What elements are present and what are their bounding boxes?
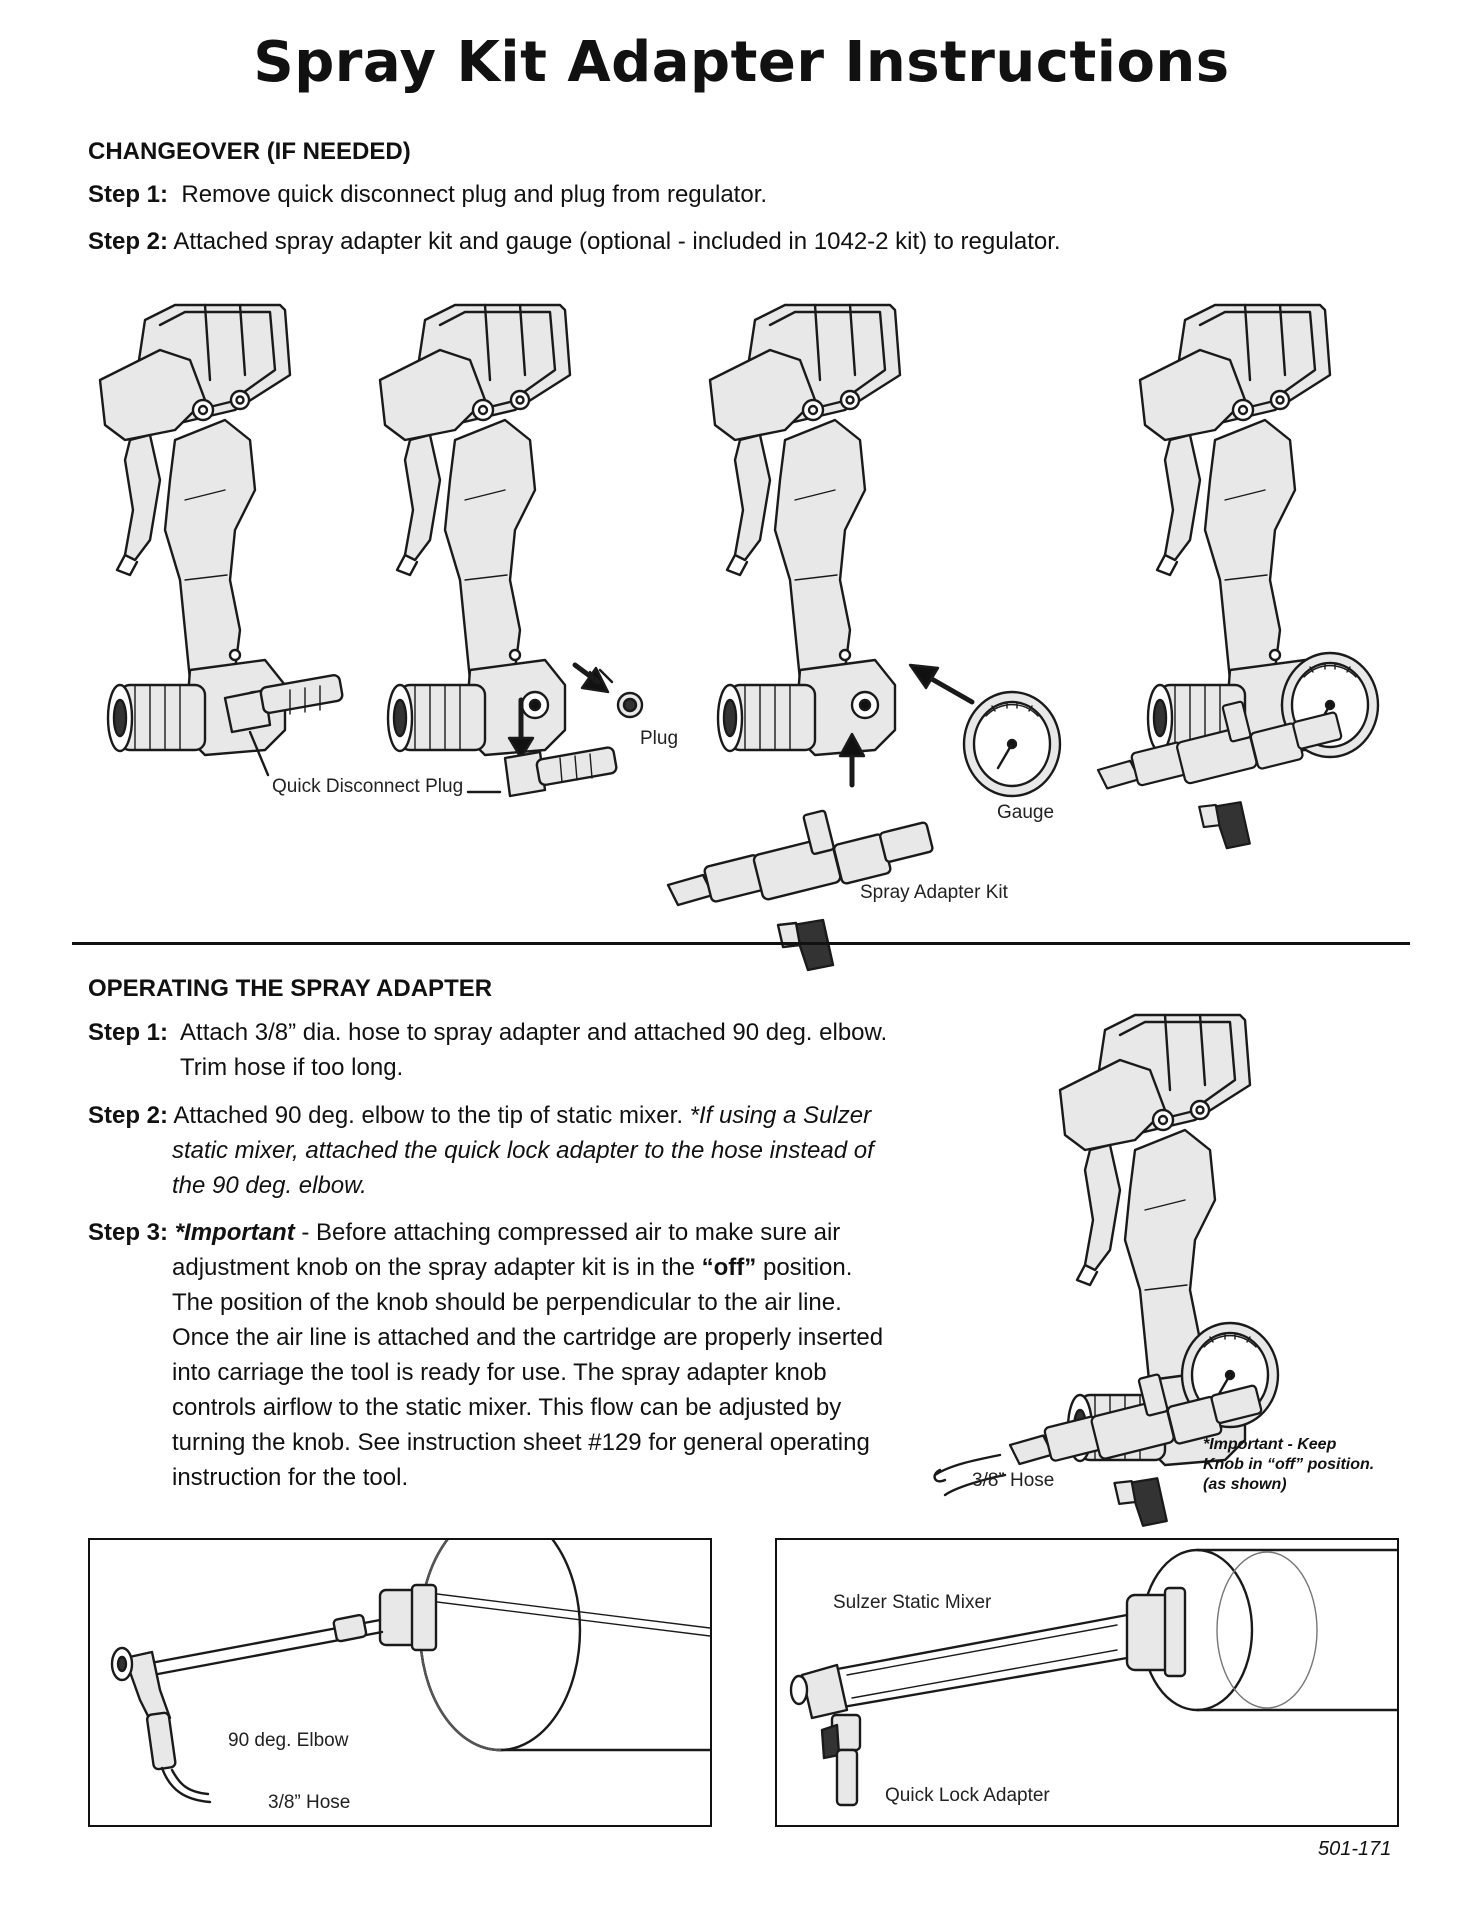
changeover-step-2: Step 2: Attached spray adapter kit and g… bbox=[88, 224, 1061, 259]
bottom-hose-label: 3/8” Hose bbox=[268, 1792, 351, 1813]
operating-step-3-line-5: into carriage the tool is ready for use.… bbox=[172, 1359, 827, 1386]
changeover-step-1: Step 1: Remove quick disconnect plug and… bbox=[88, 177, 767, 212]
elbow-detail-panel: 90 deg. Elbow 3/8” Hose bbox=[88, 1538, 712, 1827]
step-text: - Before attaching compressed air to mak… bbox=[294, 1219, 841, 1246]
operating-step-3-line-7: turning the knob. See instruction sheet … bbox=[172, 1429, 870, 1456]
operating-step-1: Step 1: Attach 3/8” dia. hose to spray a… bbox=[88, 1015, 887, 1050]
important-note: *Important - Keep Knob in “off” position… bbox=[1203, 1435, 1374, 1495]
step-text: position. bbox=[756, 1254, 853, 1281]
page-title: Spray Kit Adapter Instructions bbox=[253, 30, 1230, 95]
operating-step-2-note-2: static mixer, attached the quick lock ad… bbox=[172, 1137, 874, 1164]
operating-step-2-note-3: the 90 deg. elbow. bbox=[172, 1172, 367, 1199]
sulzer-mixer-label: Sulzer Static Mixer bbox=[833, 1592, 992, 1613]
hose-label: 3/8” Hose bbox=[972, 1470, 1055, 1491]
step-label: Step 2: bbox=[88, 228, 169, 255]
sulzer-detail-illustration bbox=[789, 1548, 1397, 1807]
step-note: *If using a Sulzer bbox=[689, 1102, 872, 1129]
quick-lock-adapter-label: Quick Lock Adapter bbox=[885, 1785, 1050, 1806]
quick-disconnect-plug-label: Quick Disconnect Plug bbox=[272, 776, 464, 797]
document-number: 501-171 bbox=[1318, 1838, 1392, 1860]
step-label: Step 1: bbox=[88, 1019, 169, 1046]
step-text: Attached spray adapter kit and gauge (op… bbox=[173, 228, 1061, 255]
operating-step-1-cont: Trim hose if too long. bbox=[180, 1054, 404, 1081]
section-divider bbox=[72, 942, 1410, 945]
operating-step-2: Step 2: Attached 90 deg. elbow to the ti… bbox=[88, 1098, 871, 1133]
operating-step-3-line-4: Once the air line is attached and the ca… bbox=[172, 1324, 884, 1351]
operating-step-3-line-8: instruction for the tool. bbox=[172, 1464, 409, 1491]
note-line: *Important - Keep bbox=[1203, 1436, 1337, 1453]
spray-adapter-kit-label: Spray Adapter Kit bbox=[860, 882, 1008, 903]
important-label: *Important bbox=[174, 1219, 295, 1246]
note-line: (as shown) bbox=[1203, 1476, 1287, 1493]
step-text: Attached 90 deg. elbow to the tip of sta… bbox=[173, 1102, 683, 1129]
step-label: Step 1: bbox=[88, 181, 169, 208]
step-label: Step 3: bbox=[88, 1219, 169, 1246]
elbow-label: 90 deg. Elbow bbox=[228, 1730, 349, 1751]
elbow-detail-illustration bbox=[110, 1540, 710, 1804]
step-text: Remove quick disconnect plug and plug fr… bbox=[181, 181, 768, 208]
gauge-label: Gauge bbox=[997, 802, 1055, 823]
operating-step-3-line-2: adjustment knob on the spray adapter kit… bbox=[172, 1250, 852, 1285]
step-text: adjustment knob on the spray adapter kit… bbox=[172, 1254, 702, 1281]
operating-heading: OPERATING THE SPRAY ADAPTER bbox=[88, 975, 493, 1002]
step-text: Attach 3/8” dia. hose to spray adapter a… bbox=[180, 1019, 888, 1046]
plug-label: Plug bbox=[640, 728, 679, 749]
step-label: Step 2: bbox=[88, 1102, 169, 1129]
operating-step-3-line-6: controls airflow to the static mixer. Th… bbox=[172, 1394, 842, 1421]
operating-step-3-line-3: The position of the knob should be perpe… bbox=[172, 1289, 842, 1316]
operating-step-3: Step 3: *Important - Before attaching co… bbox=[88, 1215, 840, 1250]
off-emphasis: “off” bbox=[701, 1254, 757, 1281]
changeover-heading: CHANGEOVER (IF NEEDED) bbox=[88, 138, 411, 165]
sulzer-detail-panel: Sulzer Static Mixer Quick Lock Adapter bbox=[775, 1538, 1399, 1827]
note-line: Knob in “off” position. bbox=[1203, 1456, 1375, 1473]
